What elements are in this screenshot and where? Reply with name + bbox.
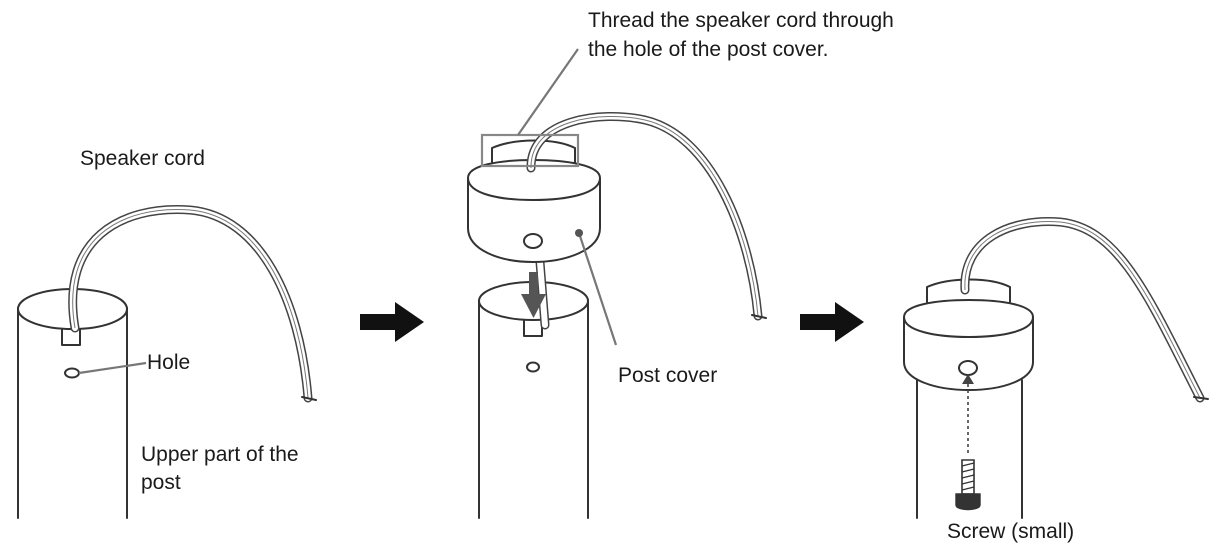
post-cover-hole-step-2 — [523, 233, 543, 249]
speaker-cord-label: Speaker cord — [80, 147, 205, 170]
post-hole-step-2 — [526, 361, 540, 373]
post-notch-step-2 — [523, 319, 543, 337]
thread-instruction-line-1: Thread the speaker cord through — [588, 9, 894, 32]
post-notch-step-1 — [61, 328, 81, 346]
arrow-right-icon — [360, 302, 424, 342]
step-1-illustration — [17, 205, 317, 519]
post-cover-body-step-2 — [467, 178, 601, 263]
arrow-right-icon-2 — [800, 302, 864, 342]
thread-leader-line — [517, 48, 579, 136]
cord-end-step-2 — [751, 314, 767, 319]
speaker-cord-step-3 — [960, 217, 1205, 403]
screw-label: Screw (small) — [947, 520, 1075, 543]
speaker-cord-lower-step-2 — [535, 257, 550, 330]
cord-end-step-1 — [301, 396, 317, 401]
post-body-step-2 — [478, 299, 589, 519]
post-cover-label: Post cover — [618, 364, 718, 387]
upper-part-label-line-2: post — [141, 471, 181, 494]
hole-label: Hole — [147, 351, 191, 374]
screw-path-arrowhead — [962, 374, 974, 384]
speaker-cord-step-1 — [68, 205, 313, 403]
post-body-step-3 — [916, 379, 1023, 519]
post-cover-rim-step-2 — [467, 159, 601, 201]
post-cover-rim-step-3 — [903, 299, 1034, 338]
post-hole-step-1 — [64, 367, 80, 379]
post-cover-notches-step-2 — [491, 139, 576, 163]
hole-leader-line — [78, 361, 147, 375]
thread-instruction-line-2: the hole of the post cover. — [588, 38, 829, 61]
screw-icon — [955, 459, 981, 511]
post-cover-hole-step-3 — [958, 360, 978, 376]
down-arrow-icon — [521, 272, 546, 318]
speaker-cord-upper-step-2 — [526, 111, 763, 321]
threading-highlight-box — [480, 133, 580, 168]
post-body-step-1 — [17, 307, 128, 519]
post-cover-leader-line — [577, 232, 618, 346]
cord-end-step-3 — [1193, 396, 1209, 400]
step-2-illustration — [467, 48, 767, 519]
upper-part-label-line-1: Upper part of the — [141, 443, 299, 466]
post-cover-leader-dot — [575, 229, 583, 237]
step-3-illustration — [903, 217, 1209, 519]
